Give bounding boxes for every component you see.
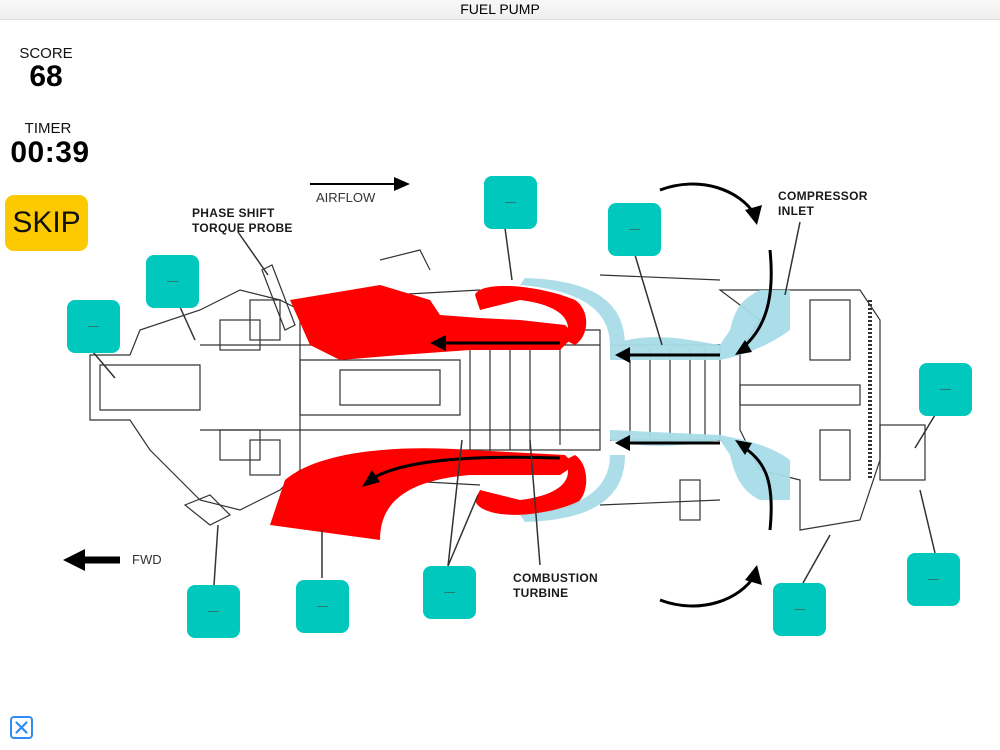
window-title: FUEL PUMP xyxy=(0,0,1000,20)
flow-arrows xyxy=(80,182,773,608)
target-placeholder xyxy=(928,579,939,580)
close-icon xyxy=(15,721,28,734)
combustion-turbine-label-line2: TURBINE xyxy=(513,586,569,600)
target-placeholder xyxy=(88,326,99,327)
drop-target-4[interactable] xyxy=(608,203,661,256)
phase-shift-label-line1: PHASE SHIFT xyxy=(192,206,275,220)
hot-section xyxy=(270,285,587,540)
combustion-turbine-label-line1: COMBUSTION xyxy=(513,571,598,585)
target-placeholder xyxy=(208,611,219,612)
target-placeholder xyxy=(444,592,455,593)
drop-target-10[interactable] xyxy=(187,585,240,638)
drop-target-9[interactable] xyxy=(296,580,349,633)
target-placeholder xyxy=(505,202,516,203)
compressor-inlet-label-line2: INLET xyxy=(778,204,815,218)
drop-target-6[interactable] xyxy=(907,553,960,606)
target-placeholder xyxy=(317,606,328,607)
target-placeholder xyxy=(167,281,178,282)
leader-lines xyxy=(92,221,936,586)
compressor-inlet-label-line1: COMPRESSOR xyxy=(778,189,868,203)
timer-value: 00:39 xyxy=(10,136,90,169)
score-value: 68 xyxy=(29,60,63,93)
airflow-label: AIRFLOW xyxy=(316,190,376,205)
fwd-label: FWD xyxy=(132,552,162,567)
target-placeholder xyxy=(794,609,805,610)
score-label: SCORE xyxy=(19,45,73,62)
drop-target-1[interactable] xyxy=(67,300,120,353)
close-button[interactable] xyxy=(10,716,33,739)
drop-target-3[interactable] xyxy=(484,176,537,229)
drop-target-7[interactable] xyxy=(773,583,826,636)
timer-label: TIMER xyxy=(24,120,72,137)
target-placeholder xyxy=(629,229,640,230)
drop-target-8[interactable] xyxy=(423,566,476,619)
skip-button[interactable]: SKIP xyxy=(5,195,88,251)
phase-shift-label-line2: TORQUE PROBE xyxy=(192,221,293,235)
target-placeholder xyxy=(940,389,951,390)
drop-target-2[interactable] xyxy=(146,255,199,308)
drop-target-5[interactable] xyxy=(919,363,972,416)
arrow-heads xyxy=(63,177,762,585)
